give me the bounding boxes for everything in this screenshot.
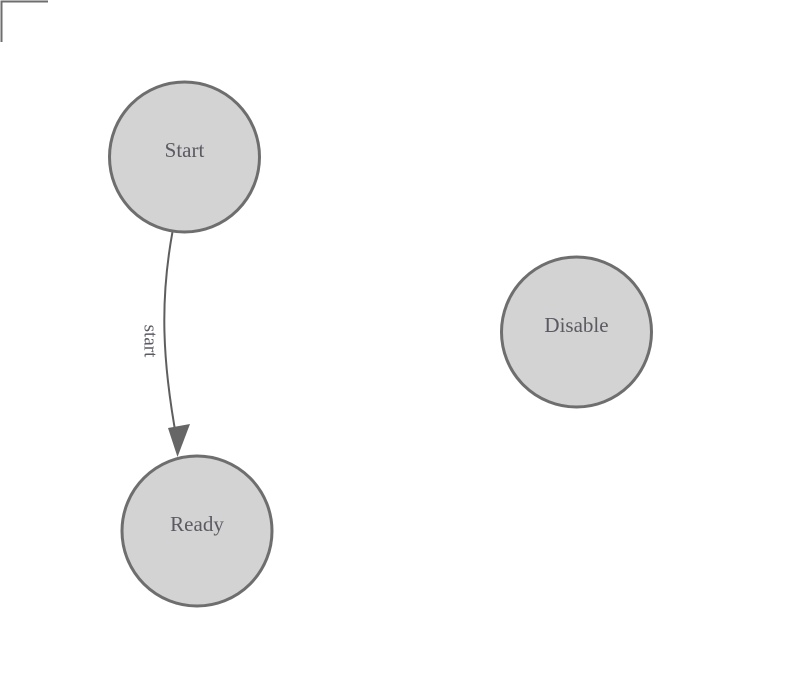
state-node-disable-circle[interactable]	[500, 255, 653, 409]
state-node-disable-label: Disable	[544, 313, 608, 337]
state-node-start[interactable]: Start	[108, 80, 261, 234]
viewport-corner-bracket-icon	[0, 0, 48, 42]
state-node-ready-label: Ready	[170, 512, 224, 536]
state-node-ready-circle[interactable]	[120, 454, 274, 608]
edge-start-to-ready-path	[163, 231, 178, 442]
edge-start-to-ready[interactable]: start	[140, 231, 191, 457]
edge-start-to-ready-arrowhead-icon	[168, 424, 190, 457]
state-node-disable[interactable]: Disable	[500, 255, 653, 409]
state-node-start-label: Start	[165, 138, 205, 162]
edge-label-start: start	[140, 325, 161, 358]
state-node-start-circle[interactable]	[108, 80, 261, 234]
state-node-ready[interactable]: Ready	[120, 454, 274, 608]
